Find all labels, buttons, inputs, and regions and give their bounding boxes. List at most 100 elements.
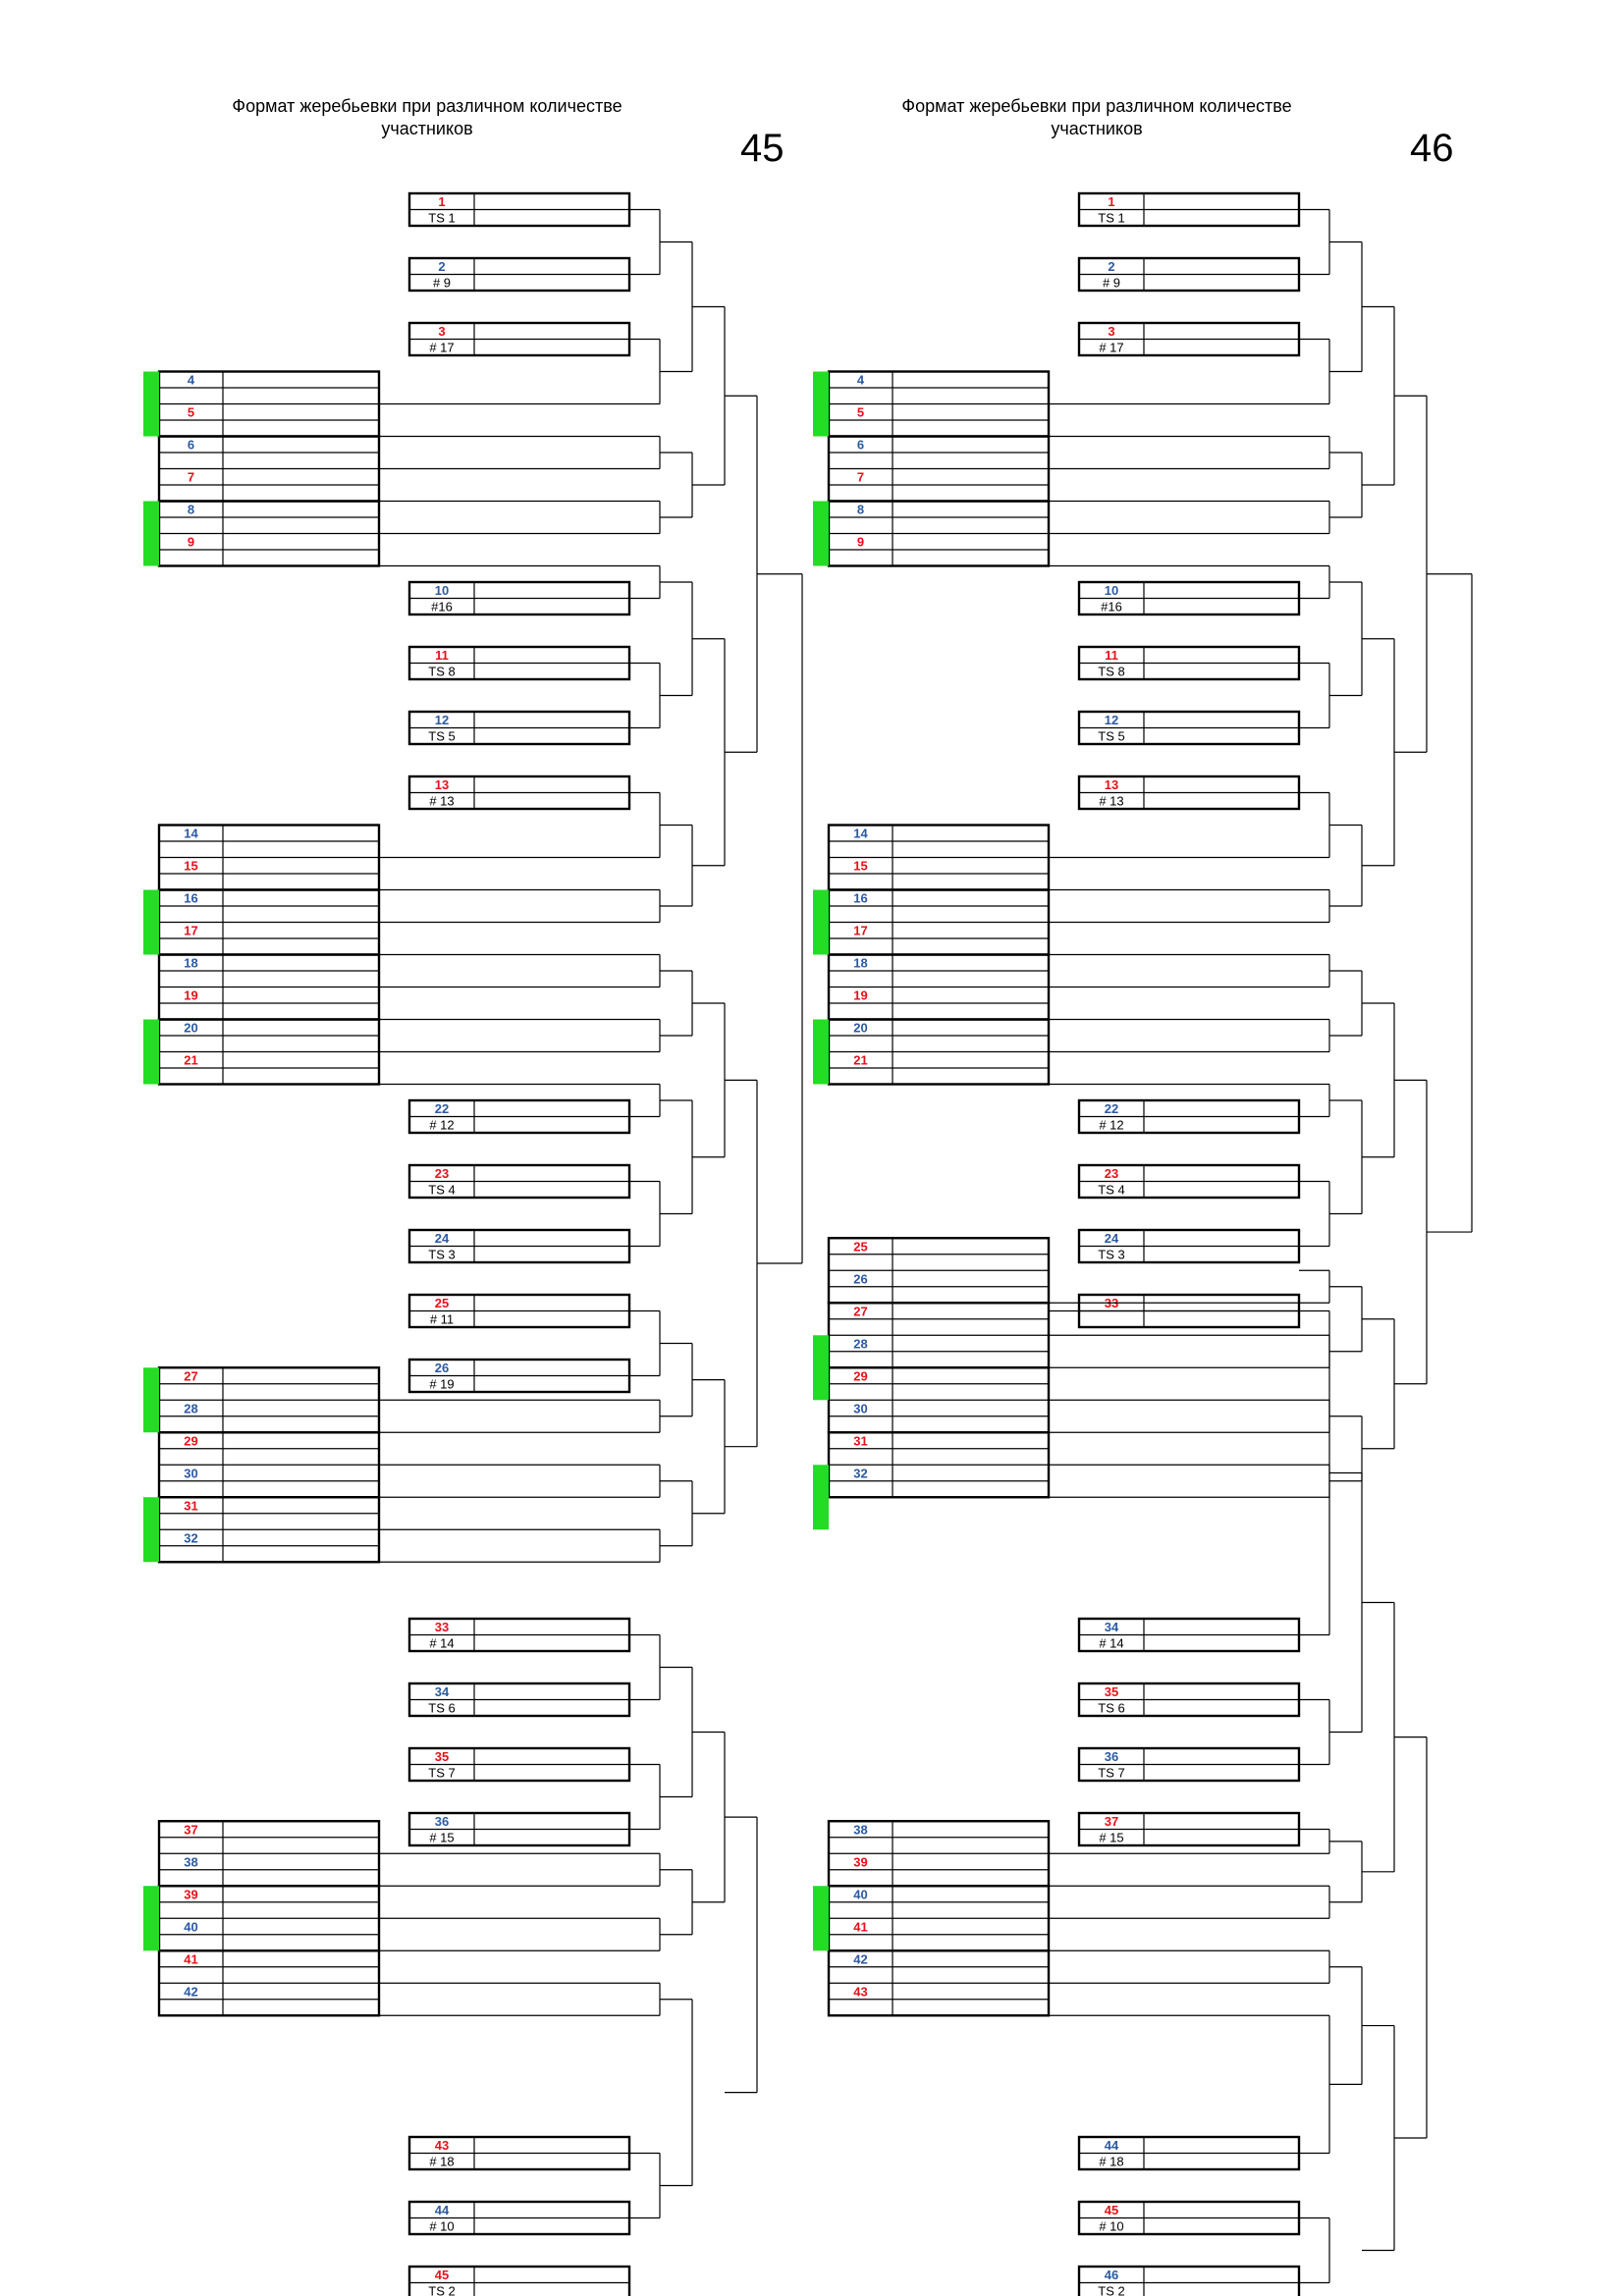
slot-number: 20 (853, 1021, 867, 1036)
seed-label: TS 7 (1098, 1766, 1124, 1781)
seed-label: # 14 (429, 1636, 454, 1651)
slot-number: 29 (853, 1368, 867, 1383)
direct-slot-13: 13# 13 (1077, 774, 1301, 811)
qualifier-slot-27: 27 (157, 1366, 381, 1434)
qualifier-slot-29: 29 (157, 1431, 381, 1499)
seed-label: TS 2 (1098, 2284, 1124, 2296)
slot-number: 4 (188, 373, 195, 388)
slot-number: 24 (1105, 1231, 1119, 1246)
slot-number: 45 (1105, 2203, 1118, 2217)
qualifier-marker (143, 1497, 159, 1563)
slot-number: 37 (1105, 1814, 1118, 1829)
seed-label: # 9 (433, 276, 451, 291)
seed-label: TS 5 (1098, 729, 1124, 744)
qualifier-slot-14: 14 (827, 824, 1051, 891)
seed-label: # 10 (1099, 2219, 1123, 2234)
slot-number: 26 (435, 1361, 449, 1375)
slot-number: 2 (438, 259, 445, 274)
qualifier-slot-31: 31 (827, 1431, 1051, 1499)
qualifier-slot-42: 42 (159, 1983, 379, 2016)
slot-number: 32 (184, 1530, 197, 1545)
page-heading-45: Формат жеребьевки при различном количест… (232, 96, 623, 138)
slot-number: 37 (184, 1822, 197, 1837)
seed-label: # 17 (1099, 341, 1123, 355)
qualifier-slot-15: 15 (829, 857, 1049, 890)
qualifier-slot-30: 30 (829, 1400, 1049, 1433)
slot-number: 41 (853, 1919, 867, 1934)
qualifier-slot-6: 6 (157, 435, 381, 503)
qualifier-marker (813, 1019, 829, 1085)
qualifier-slot-39: 39 (829, 1853, 1049, 1887)
direct-slot-34: 34# 14 (1077, 1617, 1301, 1653)
qualifier-marker (813, 1886, 829, 1951)
seed-label: TS 2 (428, 2284, 455, 2296)
direct-slot-37: 37# 15 (1077, 1811, 1301, 1847)
qualifier-slot-20: 20 (157, 1018, 381, 1086)
seed-label: TS 5 (428, 729, 455, 744)
qualifier-slot-18: 18 (157, 953, 381, 1021)
direct-slot-3: 3# 17 (407, 321, 631, 357)
slot-number: 18 (184, 956, 197, 971)
slot-number: 30 (853, 1401, 867, 1415)
qualifier-slot-17: 17 (159, 922, 379, 955)
direct-slot-44: 44# 18 (1077, 2135, 1301, 2171)
qualifier-slot-40: 40 (827, 1885, 1051, 1952)
slot-number: 25 (435, 1296, 449, 1310)
seed-label: TS 3 (428, 1248, 455, 1262)
slot-number: 11 (435, 648, 449, 663)
direct-slot-45: 45 # 10 (1077, 2200, 1301, 2236)
slot-number: 30 (184, 1466, 197, 1480)
slot-number: 7 (188, 470, 194, 485)
slot-number: 21 (853, 1053, 867, 1068)
qualifier-slot-26: 26 (829, 1270, 1049, 1304)
qualifier-marker (143, 1019, 159, 1085)
slot-number: 22 (435, 1101, 449, 1116)
slot-number: 40 (184, 1919, 197, 1934)
qualifier-marker (143, 1367, 159, 1433)
direct-slot-10: 10#16 (1077, 580, 1301, 616)
qualifier-slot-18: 18 (827, 953, 1051, 1021)
slot-number: 23 (435, 1166, 449, 1181)
seed-label: TS 1 (428, 211, 455, 226)
slot-number: 1 (1108, 194, 1114, 209)
slot-number: 26 (853, 1271, 867, 1286)
seed-label: # 19 (429, 1377, 454, 1392)
seed-label: # 12 (1099, 1118, 1123, 1133)
slot-number: 6 (188, 438, 194, 453)
qualifier-slot-30: 30 (159, 1465, 379, 1498)
qualifier-slot-16: 16 (157, 888, 381, 956)
qualifier-slot-40: 40 (159, 1918, 379, 1951)
slot-number: 24 (435, 1231, 450, 1246)
slot-number: 25 (853, 1239, 867, 1254)
seed-label: TS 3 (1098, 1248, 1124, 1262)
direct-slot-22: 22 # 12 (407, 1098, 631, 1135)
seed-label: # 15 (429, 1831, 454, 1845)
slot-number: 9 (188, 535, 194, 550)
direct-slot-2: 2# 9 (1077, 256, 1301, 293)
slot-number: 13 (1105, 777, 1118, 792)
qualifier-slot-16: 16 (827, 888, 1051, 956)
slot-number: 19 (184, 988, 197, 1003)
slot-number: 7 (857, 470, 864, 485)
slot-number: 41 (184, 1951, 197, 1966)
slot-number: 27 (184, 1368, 197, 1383)
direct-slot-24: 24 TS 3 (407, 1228, 631, 1264)
seed-label: # 18 (1099, 2155, 1123, 2169)
slot-number: 39 (184, 1887, 197, 1901)
slot-number: 17 (184, 924, 197, 938)
direct-slot-26: 26 # 19 (407, 1358, 631, 1394)
seed-label: # 12 (429, 1118, 454, 1133)
qualifier-slot-32: 32 (829, 1465, 1049, 1498)
